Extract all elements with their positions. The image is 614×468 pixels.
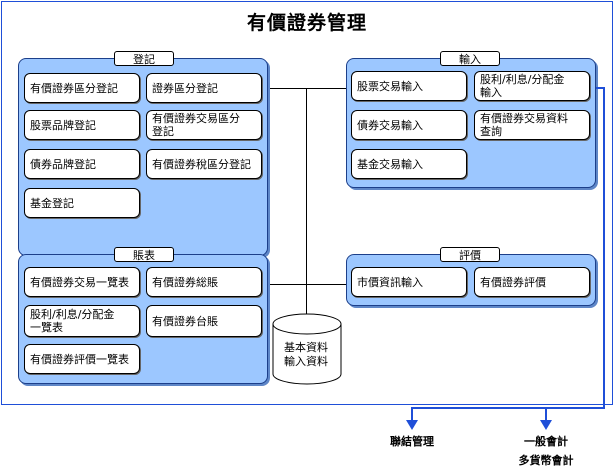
output-link-management: 聯結管理 [390, 435, 434, 448]
database-label: 基本資料 輸入資料 [284, 341, 328, 368]
group-register-title: 登記 [114, 51, 174, 66]
input-item-dividend[interactable]: 股利/利息/分配金 輸入 [474, 71, 590, 101]
register-item-trade-class[interactable]: 有價證券交易區分 登記 [146, 110, 262, 140]
valuation-item-market-price[interactable]: 市價資訊輸入 [351, 267, 467, 297]
register-item-fund[interactable]: 基金登記 [24, 188, 140, 218]
group-valuation-title: 評價 [440, 247, 500, 262]
input-item-trade-query[interactable]: 有價證券交易資料 查詢 [474, 110, 590, 140]
connector-line [268, 284, 348, 285]
register-item-bond-brand[interactable]: 債券品牌登記 [24, 149, 140, 179]
register-item-bond-class[interactable]: 證券區分登記 [146, 73, 262, 103]
register-item-securities-class[interactable]: 有價證券區分登記 [24, 73, 140, 103]
group-input-title: 輸入 [440, 51, 500, 66]
database-cylinder-icon [272, 313, 342, 385]
valuation-item-securities-valuation[interactable]: 有價證券評價 [474, 267, 590, 297]
output-general-accounting: 一般會計 [524, 435, 568, 448]
diagram-title: 有價證券管理 [246, 12, 367, 34]
input-item-stock-trade[interactable]: 股票交易輸入 [351, 71, 467, 101]
output-multi-currency-accounting: 多貨幣會計 [518, 454, 574, 467]
connector-line [268, 88, 348, 89]
ledger-item-trade-list[interactable]: 有價證券交易一覽表 [24, 267, 140, 297]
register-item-stock-brand[interactable]: 股票品牌登記 [24, 110, 140, 140]
register-item-tax-class[interactable]: 有價證券稅區分登記 [146, 149, 262, 179]
connector-line [306, 88, 307, 314]
ledger-item-dividend-list[interactable]: 股利/利息/分配金 一覽表 [24, 305, 140, 337]
input-item-bond-trade[interactable]: 債券交易輸入 [351, 110, 467, 140]
group-ledger-title: 賬表 [114, 247, 174, 262]
ledger-item-general-ledger[interactable]: 有價證券総賬 [146, 267, 262, 297]
input-item-fund-trade[interactable]: 基金交易輸入 [351, 149, 467, 179]
ledger-item-valuation-list[interactable]: 有價證券評價一覽表 [24, 344, 140, 374]
ledger-item-sub-ledger[interactable]: 有價證券台賬 [146, 305, 262, 337]
